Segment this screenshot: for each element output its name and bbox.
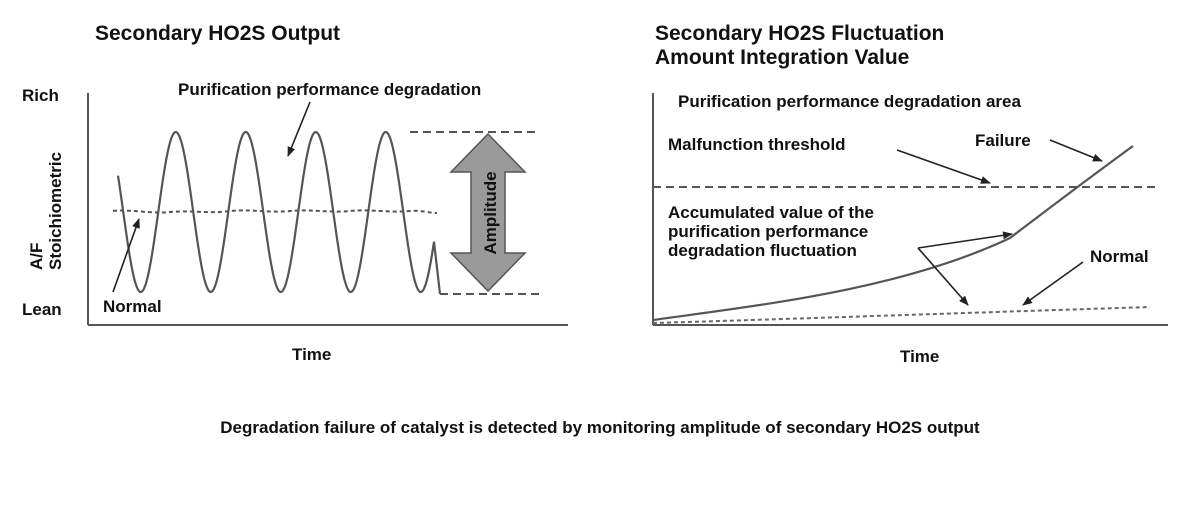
rich-label: Rich	[22, 86, 59, 105]
right-panel-title-line2: Amount Integration Value	[655, 46, 910, 69]
left-panel-title: Secondary HO2S Output	[95, 22, 341, 45]
time-label-left: Time	[292, 345, 332, 364]
amplitude-label: Amplitude	[481, 171, 500, 254]
right-axes	[652, 93, 1168, 326]
lean-label: Lean	[22, 300, 62, 319]
normal-label-left: Normal	[103, 297, 162, 316]
caption: Degradation failure of catalyst is detec…	[220, 418, 980, 437]
amplitude-guides	[410, 131, 540, 295]
threshold-pointer-arrow	[896, 149, 991, 184]
accumulated-pointer-arrow-1	[917, 231, 1013, 249]
normal-pointer-arrow-left	[112, 218, 140, 293]
left-axes	[87, 93, 568, 326]
right-panel-title-line1: Secondary HO2S Fluctuation	[655, 22, 945, 45]
y-axis-stoichiometric-label: Stoichiometric	[46, 152, 65, 270]
degradation-label: Purification performance degradation	[178, 80, 482, 99]
accumulated-label-line3: degradation fluctuation	[668, 241, 857, 260]
amplitude-double-arrow	[449, 132, 527, 293]
failure-pointer-arrow	[1049, 139, 1103, 162]
accumulated-pointer-arrow-2	[917, 247, 969, 306]
y-axis-af-label: A/F	[27, 243, 46, 270]
degraded-sensor-wave	[116, 130, 442, 295]
normal-label-right: Normal	[1090, 247, 1149, 266]
normal-sensor-line	[112, 209, 438, 214]
failure-curve	[652, 145, 1134, 322]
failure-label: Failure	[975, 131, 1031, 150]
accumulated-label-line1: Accumulated value of the	[668, 203, 874, 222]
time-label-right: Time	[900, 347, 940, 366]
accumulated-label-line2: purification performance	[668, 222, 869, 241]
malfunction-threshold-label: Malfunction threshold	[668, 135, 846, 154]
normal-accumulation-curve	[652, 306, 1151, 324]
degradation-pointer-arrow	[287, 101, 311, 157]
normal-pointer-arrow-right	[1022, 261, 1084, 306]
degradation-area-label: Purification performance degradation are…	[678, 92, 1021, 111]
